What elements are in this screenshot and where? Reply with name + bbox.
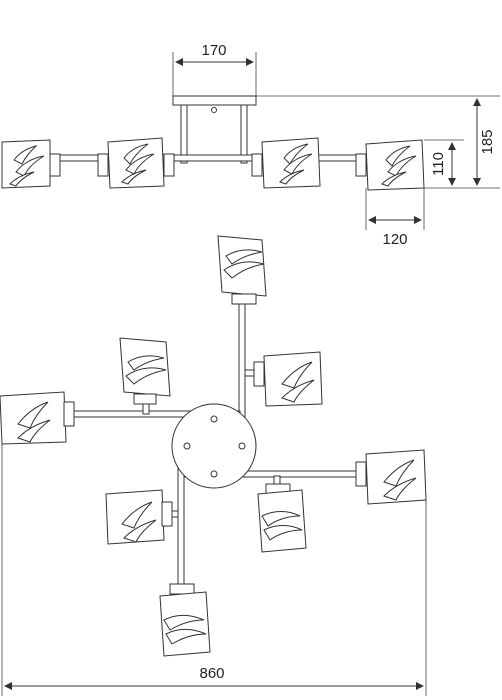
side-shade-3 bbox=[251, 137, 321, 189]
side-shade-2 bbox=[97, 137, 175, 189]
dim-canopy-width: 170 bbox=[201, 42, 226, 59]
canopy-plate bbox=[172, 95, 257, 106]
dim-shade-height: 110 bbox=[430, 152, 447, 176]
stem-right bbox=[240, 104, 248, 164]
side-shade-1 bbox=[1, 139, 61, 189]
top-shade-southwest bbox=[105, 489, 179, 545]
top-shade-south bbox=[159, 583, 211, 657]
canopy-circle bbox=[171, 403, 257, 489]
dim-overall-width: 860 bbox=[199, 665, 224, 682]
top-shade-north bbox=[217, 235, 267, 305]
top-view: 860 bbox=[0, 235, 427, 696]
top-shade-southeast bbox=[257, 475, 307, 553]
side-shade-4 bbox=[355, 139, 425, 191]
dim-total-height: 185 bbox=[479, 129, 496, 154]
top-shade-northwest bbox=[119, 337, 171, 415]
top-shade-west bbox=[0, 391, 75, 445]
dim-shade-width: 120 bbox=[382, 231, 407, 248]
stem-left bbox=[180, 104, 188, 164]
top-shade-east bbox=[355, 449, 427, 505]
top-shade-east-upper bbox=[244, 351, 323, 407]
side-view: 170 185 110 120 bbox=[1, 42, 500, 248]
